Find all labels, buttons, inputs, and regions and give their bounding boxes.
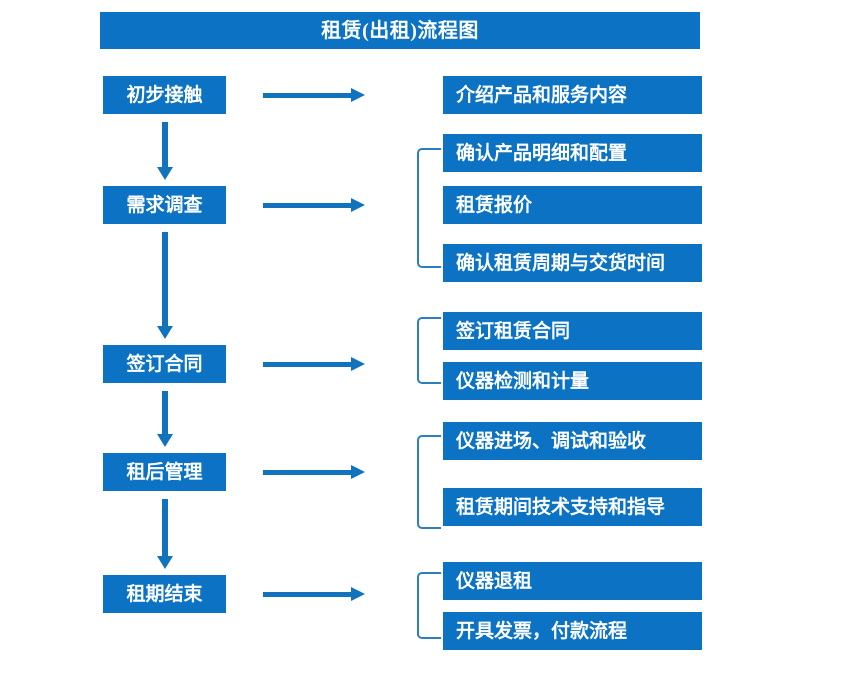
detail-box-1-1[interactable]: 介绍产品和服务内容	[443, 76, 702, 114]
detail-box-2-3[interactable]: 确认租赁周期与交货时间	[443, 244, 702, 282]
down-arrow-icon-1	[157, 122, 173, 180]
down-arrow-icon-2	[157, 232, 173, 339]
right-arrow-icon-2	[263, 198, 365, 212]
down-arrow-icon-4	[157, 499, 173, 569]
group-bracket-4	[417, 435, 441, 529]
detail-box-5-1[interactable]: 仪器退租	[443, 562, 702, 600]
detail-box-2-1-label: 确认产品明细和配置	[456, 142, 628, 164]
detail-box-2-1[interactable]: 确认产品明细和配置	[443, 134, 702, 172]
group-bracket-2	[417, 148, 441, 268]
stage-box-4-label: 租后管理	[126, 461, 203, 483]
detail-box-5-1-label: 仪器退租	[456, 570, 533, 592]
detail-box-2-2-label: 租赁报价	[456, 194, 533, 216]
detail-box-5-2-label: 开具发票，付款流程	[456, 620, 628, 642]
detail-box-3-1[interactable]: 签订租赁合同	[443, 312, 702, 350]
stage-box-5[interactable]: 租期结束	[103, 575, 226, 613]
detail-box-5-2[interactable]: 开具发票，付款流程	[443, 612, 702, 650]
stage-box-2-label: 需求调查	[126, 194, 203, 216]
stage-box-5-label: 租期结束	[126, 583, 203, 605]
stage-box-4[interactable]: 租后管理	[103, 453, 226, 491]
page-title: 租赁(出租)流程图	[321, 19, 479, 42]
detail-box-4-1[interactable]: 仪器进场、调试和验收	[443, 422, 702, 460]
detail-box-2-2[interactable]: 租赁报价	[443, 186, 702, 224]
right-arrow-icon-4	[263, 465, 365, 479]
group-bracket-3	[417, 317, 441, 384]
detail-box-4-2[interactable]: 租赁期间技术支持和指导	[443, 488, 702, 526]
detail-box-3-2-label: 仪器检测和计量	[456, 370, 590, 392]
stage-box-3-label: 签订合同	[126, 353, 203, 375]
right-arrow-icon-1	[263, 88, 365, 102]
detail-box-3-1-label: 签订租赁合同	[456, 320, 571, 342]
detail-box-2-3-label: 确认租赁周期与交货时间	[456, 252, 666, 274]
chart-title-banner: 租赁(出租)流程图	[100, 12, 700, 49]
detail-box-4-1-label: 仪器进场、调试和验收	[456, 430, 647, 452]
right-arrow-icon-3	[263, 357, 365, 371]
stage-box-1[interactable]: 初步接触	[103, 76, 226, 114]
detail-box-1-1-label: 介绍产品和服务内容	[456, 84, 628, 106]
down-arrow-icon-3	[157, 391, 173, 447]
stage-box-3[interactable]: 签订合同	[103, 345, 226, 383]
stage-box-1-label: 初步接触	[126, 84, 203, 106]
group-bracket-5	[417, 572, 441, 639]
detail-box-3-2[interactable]: 仪器检测和计量	[443, 362, 702, 400]
right-arrow-icon-5	[263, 587, 365, 601]
stage-box-2[interactable]: 需求调查	[103, 186, 226, 224]
detail-box-4-2-label: 租赁期间技术支持和指导	[456, 496, 666, 518]
